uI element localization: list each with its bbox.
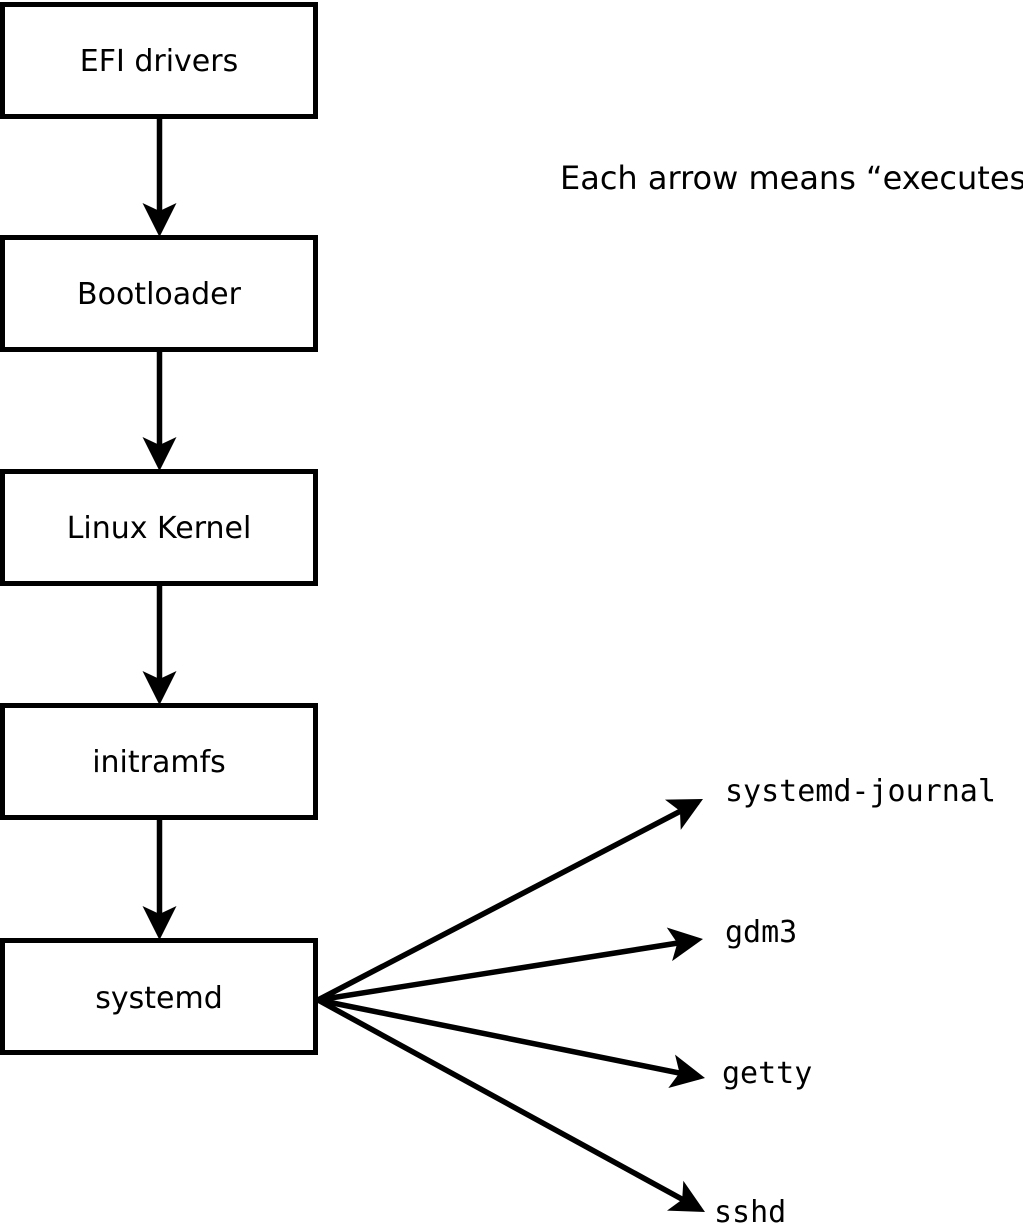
node-initramfs-box bbox=[0, 703, 318, 820]
node-initramfs-label: initramfs bbox=[92, 745, 226, 780]
node-bootloader-label: Bootloader bbox=[77, 277, 242, 312]
node-linux-kernel-label: Linux Kernel bbox=[67, 511, 252, 546]
edge-systemd-to-gdm3 bbox=[317, 927, 703, 1003]
node-systemd-label: systemd bbox=[95, 981, 223, 1016]
edge-efi-to-bootloader bbox=[142, 119, 177, 237]
node-systemd: systemd bbox=[0, 938, 318, 1055]
node-initramfs: initramfs bbox=[0, 703, 318, 820]
node-linux-kernel-box bbox=[0, 469, 318, 586]
node-bootloader: Bootloader bbox=[0, 235, 318, 352]
process-label-systemd-journal: systemd-journal bbox=[725, 774, 996, 809]
process-label-getty: getty bbox=[722, 1056, 812, 1091]
node-bootloader-box bbox=[0, 235, 318, 352]
process-label-gdm3: gdm3 bbox=[725, 915, 797, 950]
edge-kernel-to-initramfs bbox=[142, 586, 177, 705]
node-efi-drivers: EFI drivers bbox=[0, 2, 318, 119]
arrow-meaning-annotation: Each arrow means “executes”. bbox=[560, 159, 1023, 197]
node-efi-drivers-label: EFI drivers bbox=[80, 44, 238, 79]
edge-systemd-to-getty bbox=[317, 997, 705, 1088]
node-systemd-box bbox=[0, 938, 318, 1055]
edge-initramfs-to-systemd bbox=[142, 820, 177, 940]
process-label-sshd: sshd bbox=[714, 1195, 786, 1230]
edge-systemd-to-sshd bbox=[316, 997, 705, 1212]
edge-bootloader-to-kernel bbox=[142, 352, 177, 471]
edge-systemd-to-journal bbox=[316, 799, 703, 1003]
node-linux-kernel: Linux Kernel bbox=[0, 469, 318, 586]
node-efi-drivers-box bbox=[0, 2, 318, 119]
